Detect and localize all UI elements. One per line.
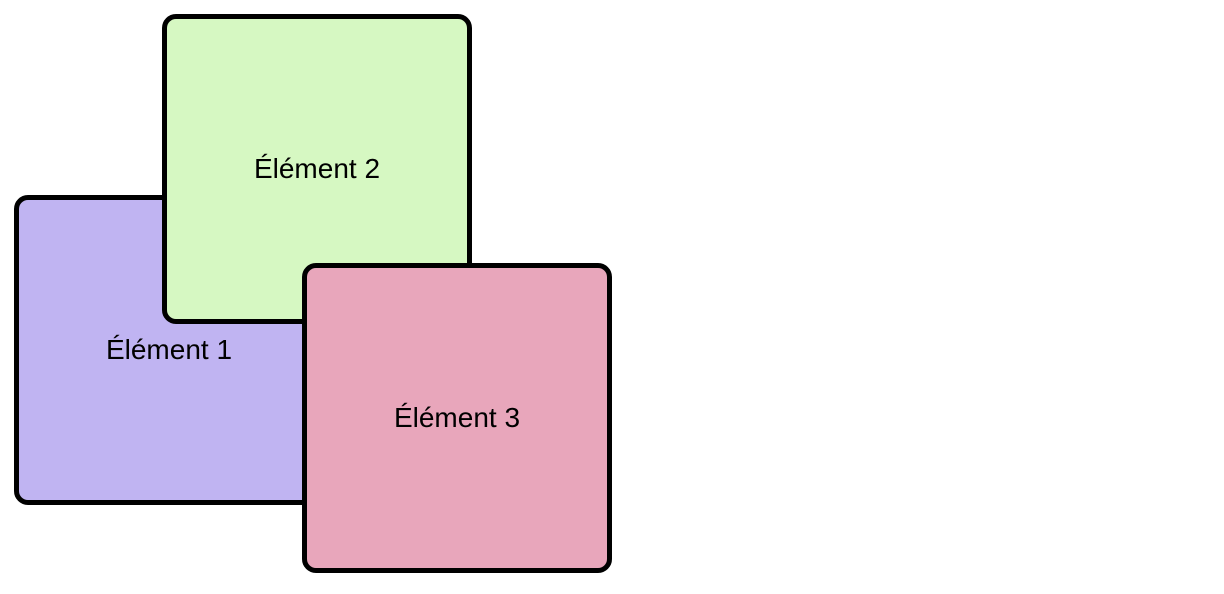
element-2-label: Élément 2 <box>253 153 381 184</box>
element-1-label: Élément 1 <box>105 334 233 365</box>
element-3-label: Élément 3 <box>393 402 521 433</box>
element-3-box: Élément 3 <box>302 263 612 573</box>
